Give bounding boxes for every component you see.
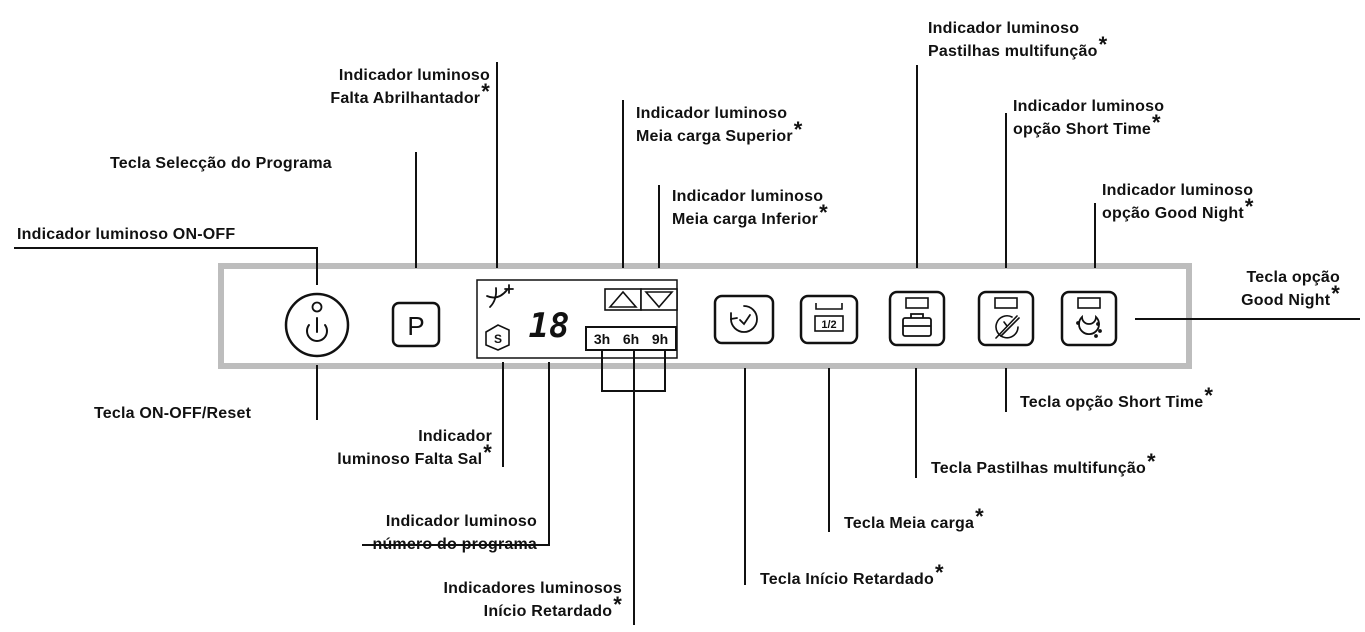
half-load-icon: 1/2 [814,303,844,332]
label-short-time-key: Tecla opção Short Time* [1020,383,1214,412]
label-salt-indicator: Indicador luminoso Falta Sal* [337,428,492,468]
short-time-icon [995,315,1020,339]
leader-lines [14,62,1360,625]
label-on-off-reset-key: Tecla ON-OFF/Reset [94,405,252,422]
svg-text:3h: 3h [594,331,610,347]
moon-icon [1076,314,1102,338]
triangle-down-icon [640,288,678,311]
leader-on-off-indicator [14,247,318,285]
label-upper-half-load-indicator: Indicador luminoso Meia carga Superior* [636,105,803,145]
multitab-indicator-led [905,297,929,309]
good-night-indicator-led [1077,297,1101,309]
short-time-button[interactable] [977,290,1035,347]
program-number-display: 18 [529,306,570,346]
label-delay-start-key: Tecla Início Retardado* [760,560,944,589]
label-multitab-key: Tecla Pastilhas multifunção* [931,449,1156,478]
clock-icon [730,305,758,333]
label-program-key: Tecla Selecção do Programa [110,155,332,172]
label-on-off-indicator: Indicador luminoso ON-OFF [17,226,236,243]
label-delay-start-indicators: Indicadores luminosos Início Retardado* [443,580,622,620]
tablet-icon [902,313,932,337]
triangle-up-icon [604,288,642,311]
program-button-label: P [407,311,424,341]
good-night-button[interactable] [1060,290,1118,347]
multitab-button[interactable] [888,290,946,347]
label-good-night-key: Tecla opção Good Night* [1241,269,1340,309]
half-load-button[interactable]: 1/2 [799,294,859,345]
delay-start-button[interactable] [713,294,775,345]
label-half-load-key: Tecla Meia carga* [844,504,984,533]
delay-start-indicators: 3h 6h 9h [585,326,677,351]
svg-text:1/2: 1/2 [821,319,836,331]
program-button[interactable]: P [391,301,441,348]
label-program-number-indicator: Indicador luminoso número do programa [372,513,537,553]
short-time-indicator-led [994,297,1018,309]
label-multitab-indicator: Indicador luminoso Pastilhas multifunção… [928,20,1108,60]
on-off-indicator-led [311,301,323,313]
label-short-time-indicator: Indicador luminoso opção Short Time* [1013,98,1165,138]
svg-text:S: S [494,332,502,346]
leader-program-number [362,362,550,546]
label-lower-half-load-indicator: Indicador luminoso Meia carga Inferior* [672,188,828,228]
display-panel: S 18 3h 6h 9h [476,279,678,359]
salt-icon: S [485,324,510,351]
svg-text:6h: 6h [623,331,639,347]
power-icon [306,317,328,342]
svg-text:9h: 9h [652,331,668,347]
label-good-night-indicator: Indicador luminoso opção Good Night* [1102,182,1254,222]
sparkle-icon [486,284,514,308]
on-off-button[interactable] [284,292,350,358]
label-rinse-aid-indicator: Indicador luminoso Falta Abrilhantador* [330,67,490,107]
control-panel-frame [218,263,1192,369]
